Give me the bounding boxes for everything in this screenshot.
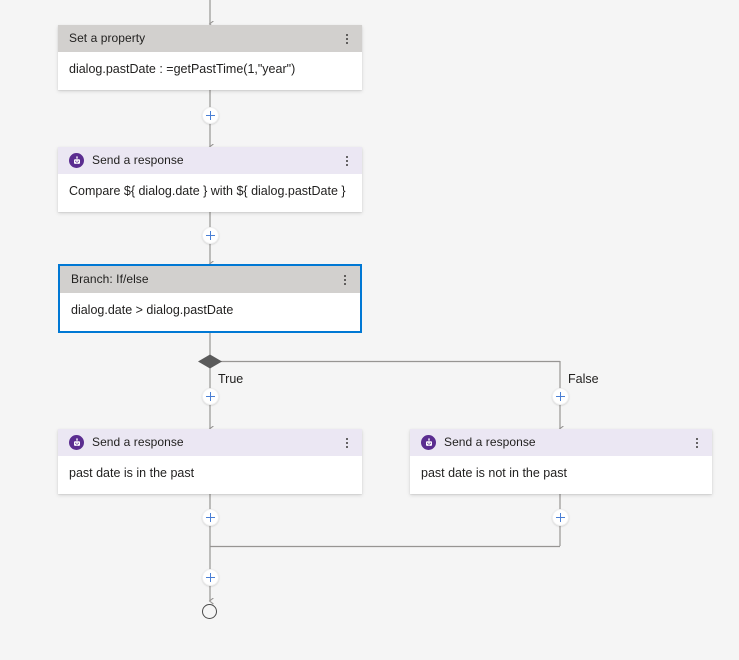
node-set-a-property[interactable]: Set a property dialog.pastDate : =getPas… <box>58 25 362 90</box>
branch-label-true: True <box>218 372 244 386</box>
branch-splitter-diamond <box>198 354 222 369</box>
node-title: Send a response <box>444 435 536 449</box>
node-header: Send a response <box>58 147 362 174</box>
insert-node-button-false-branch[interactable] <box>551 388 569 405</box>
bot-icon <box>69 153 84 168</box>
insert-node-button-true-branch[interactable] <box>201 388 219 405</box>
insert-node-button-after-false-response[interactable] <box>551 509 569 526</box>
node-send-a-response-compare[interactable]: Send a response Compare ${ dialog.date }… <box>58 147 362 212</box>
bot-icon <box>69 435 84 450</box>
node-title: Branch: If/else <box>71 272 149 286</box>
insert-node-button-after-send-response-compare[interactable] <box>201 227 219 244</box>
node-body-text: dialog.pastDate : =getPastTime(1,"year") <box>58 52 362 90</box>
node-send-a-response-true[interactable]: Send a response past date is in the past <box>58 429 362 494</box>
more-options-icon[interactable] <box>688 432 706 454</box>
node-header: Branch: If/else <box>60 266 360 293</box>
node-header: Send a response <box>58 429 362 456</box>
branch-label-false: False <box>568 372 599 386</box>
node-body-text: past date is not in the past <box>410 456 712 494</box>
node-title: Send a response <box>92 153 184 167</box>
node-body-text: past date is in the past <box>58 456 362 494</box>
node-body-text: Compare ${ dialog.date } with ${ dialog.… <box>58 174 362 212</box>
bot-icon <box>421 435 436 450</box>
more-options-icon[interactable] <box>336 269 354 291</box>
insert-node-button-after-true-response[interactable] <box>201 509 219 526</box>
node-header: Set a property <box>58 25 362 52</box>
more-options-icon[interactable] <box>338 28 356 50</box>
more-options-icon[interactable] <box>338 150 356 172</box>
node-send-a-response-false[interactable]: Send a response past date is not in the … <box>410 429 712 494</box>
flow-end-node <box>202 604 217 619</box>
insert-node-button-after-set-property[interactable] <box>201 107 219 124</box>
node-header: Send a response <box>410 429 712 456</box>
node-body-text: dialog.date > dialog.pastDate <box>60 293 360 331</box>
node-title: Send a response <box>92 435 184 449</box>
insert-node-button-before-end[interactable] <box>201 569 219 586</box>
node-title: Set a property <box>69 31 146 45</box>
more-options-icon[interactable] <box>338 432 356 454</box>
node-branch-if-else[interactable]: Branch: If/else dialog.date > dialog.pas… <box>58 264 362 333</box>
